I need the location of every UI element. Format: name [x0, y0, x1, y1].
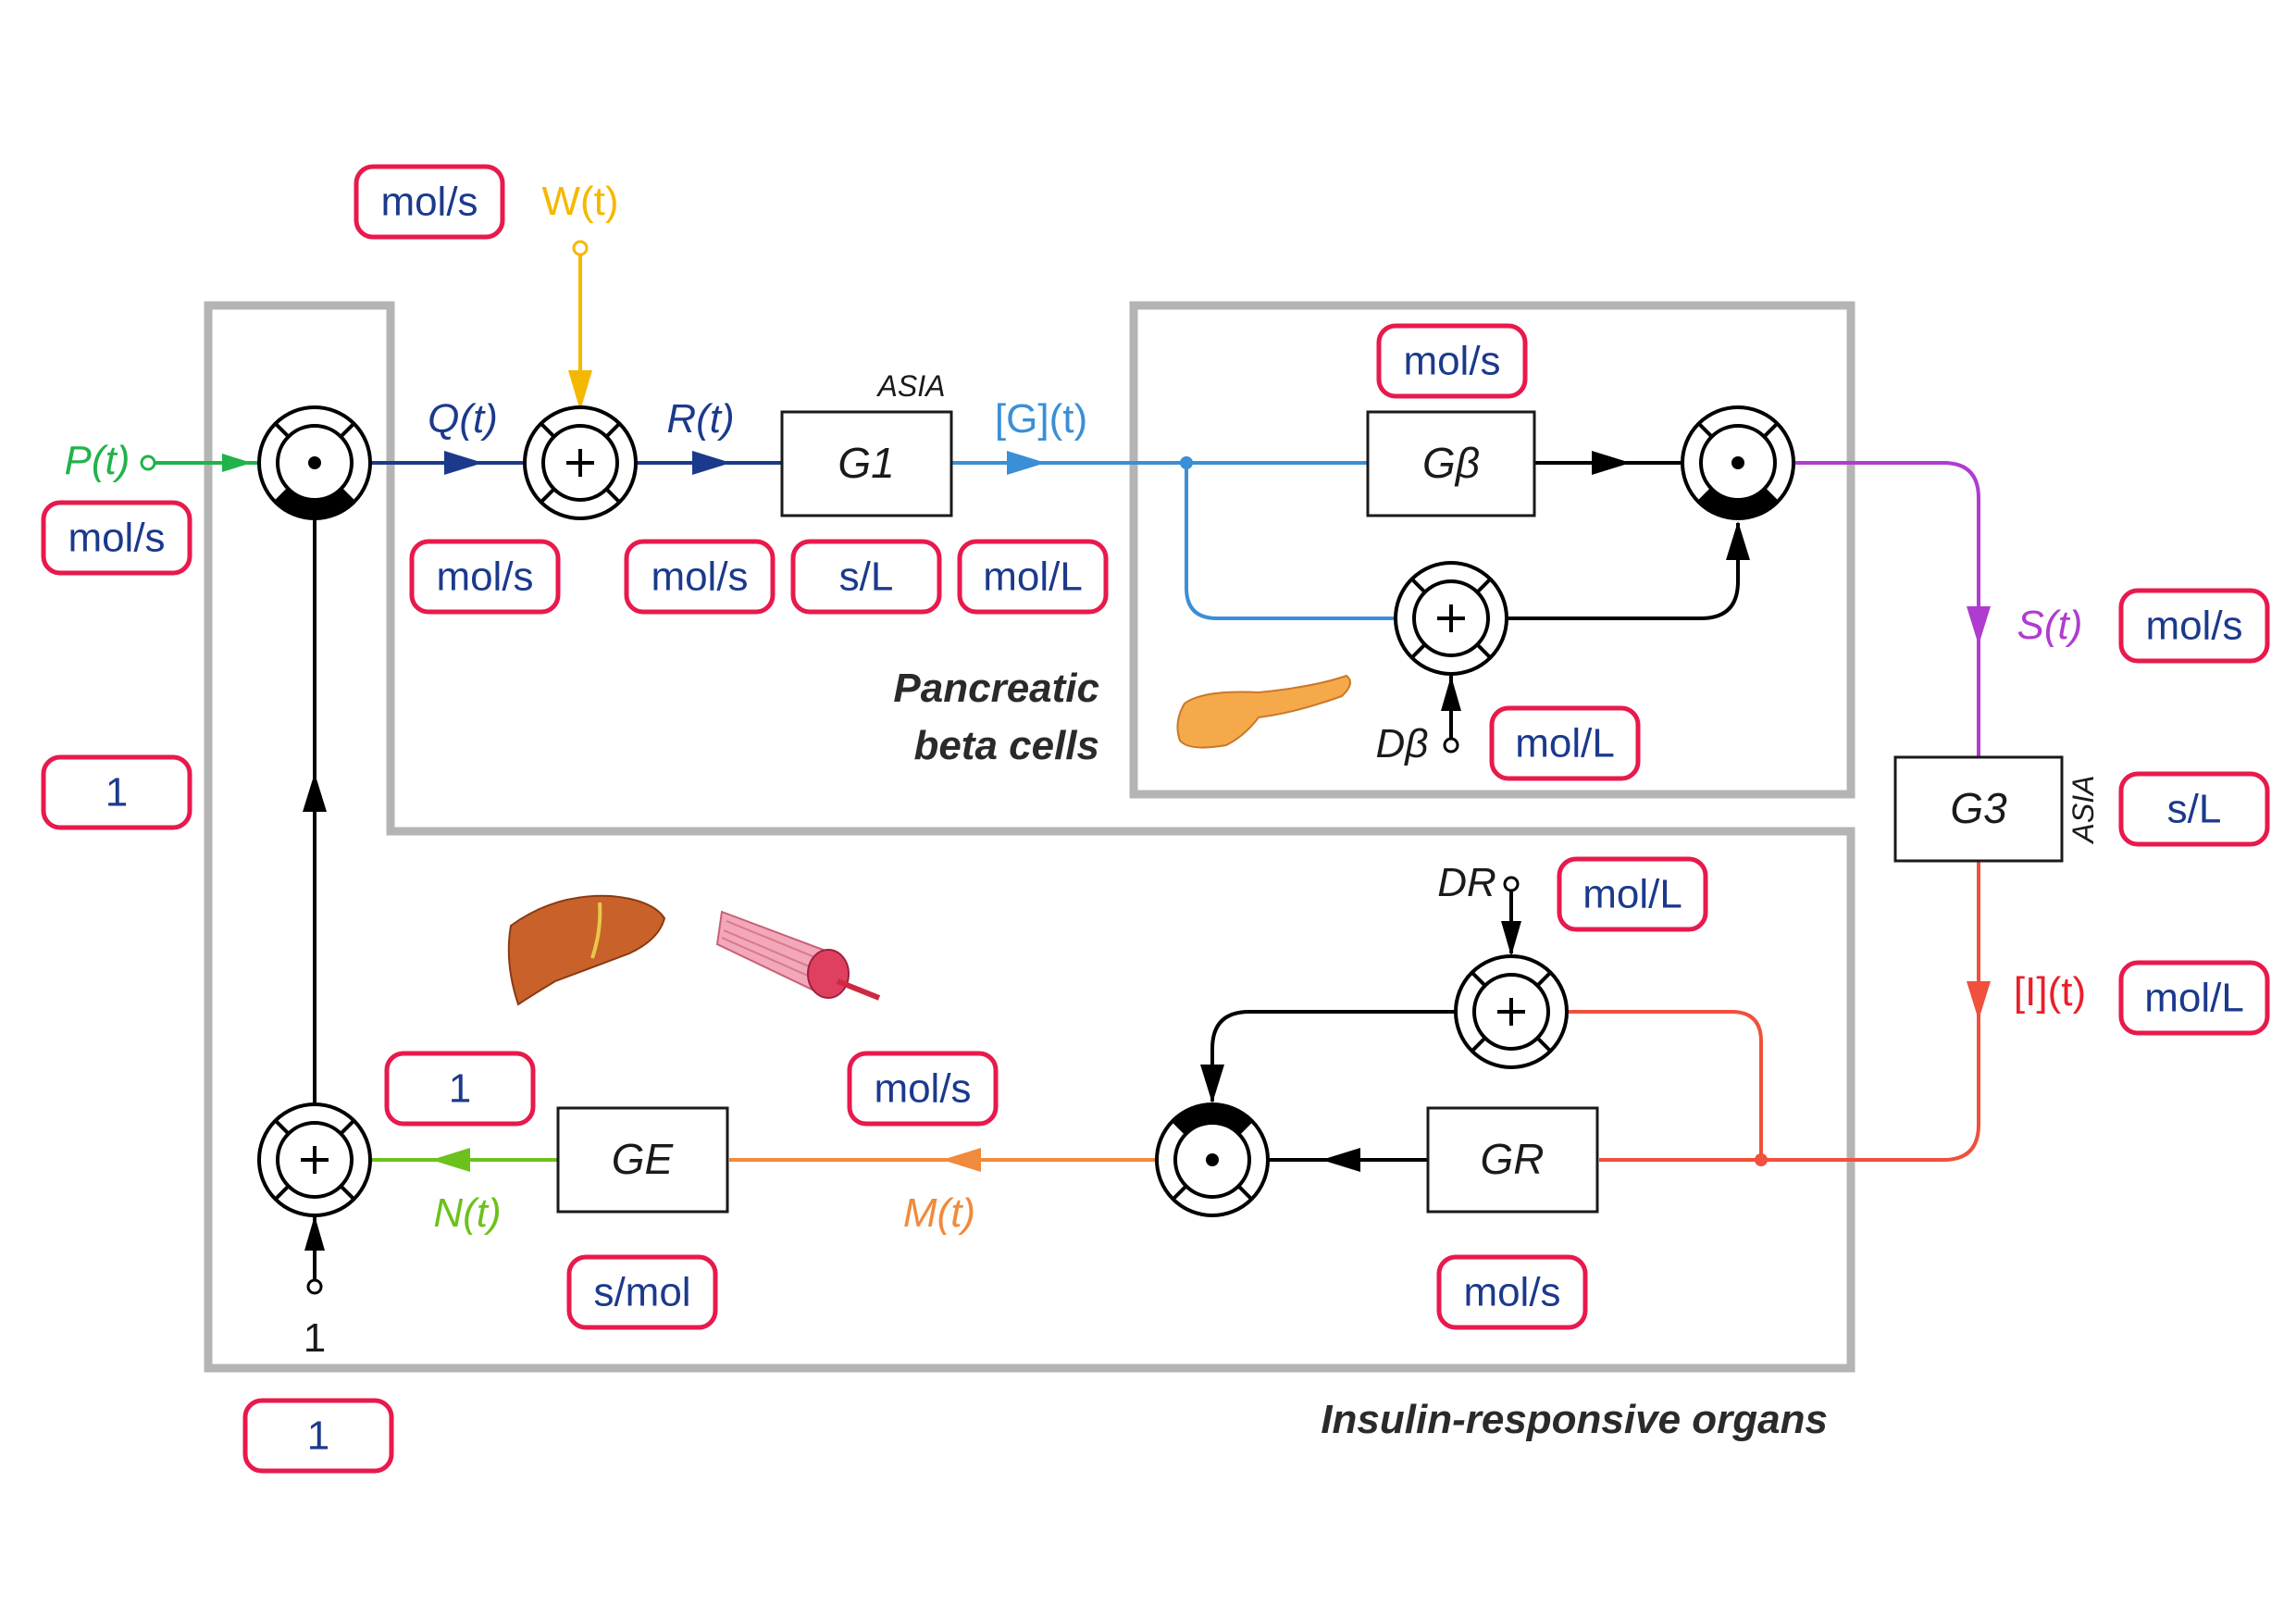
- svg-text:mol/s: mol/s: [1403, 339, 1500, 384]
- signal-p-label: P(t): [65, 438, 130, 483]
- signal-g-line: [951, 451, 1396, 620]
- unit-q: mol/s: [409, 539, 561, 615]
- svg-text:s/L: s/L: [839, 554, 894, 600]
- svg-text:s/L: s/L: [2167, 787, 2222, 832]
- unit-gr: mol/s: [1436, 1254, 1588, 1330]
- block-g1: G1: [780, 410, 953, 517]
- gr-output-line: [1268, 1148, 1428, 1172]
- block-g3: G3: [1893, 755, 2064, 863]
- block-gr: GR: [1426, 1106, 1599, 1214]
- multiplier-beta-node: [1681, 405, 1795, 520]
- gbeta-output-line: [1534, 451, 1682, 475]
- liver-icon: [507, 894, 666, 1006]
- unit-ge: s/mol: [566, 1254, 718, 1330]
- svg-text:mol/L: mol/L: [2144, 976, 2244, 1021]
- unit-dr: mol/L: [1557, 856, 1708, 932]
- summer-w-node: [523, 405, 638, 520]
- block-ge-label: GE: [612, 1135, 675, 1183]
- signal-i-line: [1567, 861, 1991, 1166]
- unit-m: mol/s: [847, 1051, 999, 1127]
- asia-side-label: ASIA: [2066, 776, 2100, 845]
- unit-gbeta: mol/s: [1376, 323, 1528, 399]
- signal-dbeta-label: Dβ: [1376, 721, 1429, 766]
- pancreas-group-border: [1129, 301, 1855, 799]
- signal-r-line: [636, 451, 782, 475]
- signal-dr-label: DR: [1437, 860, 1496, 905]
- svg-text:1: 1: [449, 1066, 471, 1112]
- unit-w: mol/s: [354, 164, 505, 240]
- signal-w-line: [568, 240, 592, 411]
- pancreas-label-line1: Pancreatic: [893, 666, 1099, 711]
- signal-p-line: [140, 454, 259, 472]
- signal-w-label: W(t): [541, 179, 618, 224]
- svg-text:mol/s: mol/s: [436, 554, 533, 600]
- signal-m-line: [729, 1148, 1157, 1172]
- signal-dr-line: [1501, 876, 1521, 956]
- signal-q-label: Q(t): [428, 396, 498, 442]
- block-gr-label: GR: [1481, 1135, 1545, 1183]
- signal-q-line: [370, 451, 527, 475]
- multiplier-r-node: [1155, 1102, 1270, 1217]
- summer-n-node: [257, 1102, 372, 1217]
- svg-text:mol/L: mol/L: [983, 554, 1083, 600]
- svg-text:mol/s: mol/s: [380, 180, 478, 225]
- unit-i: mol/L: [2118, 960, 2270, 1036]
- sum-r-output-line: [1200, 1010, 1456, 1103]
- svg-text:mol/s: mol/s: [2145, 604, 2242, 649]
- block-g1-label: G1: [838, 439, 894, 487]
- svg-text:mol/s: mol/s: [68, 516, 165, 561]
- unit-s: mol/s: [2118, 588, 2270, 664]
- svg-text:1: 1: [307, 1414, 329, 1459]
- constant-one-label: 1: [304, 1315, 326, 1361]
- signal-i-label: [I](t): [2014, 969, 2086, 1015]
- unit-p: mol/s: [41, 500, 192, 576]
- signal-n-line: [370, 1148, 558, 1172]
- unit-n: 1: [384, 1051, 536, 1127]
- signal-s-line: [1793, 461, 1991, 757]
- unit-g3: s/L: [2118, 771, 2270, 847]
- signal-n-label: N(t): [433, 1190, 501, 1236]
- feedback-line: [303, 518, 327, 1104]
- organs-group-border: [204, 301, 1855, 1373]
- svg-text:mol/L: mol/L: [1582, 872, 1682, 917]
- svg-text:mol/s: mol/s: [651, 554, 748, 600]
- constant-one-line: [304, 1215, 325, 1295]
- svg-text:1: 1: [105, 770, 128, 816]
- sum-beta-output-line: [1507, 521, 1750, 620]
- unit-feedback: 1: [41, 754, 192, 830]
- signal-dbeta-line: [1441, 676, 1461, 753]
- signal-r-label: R(t): [666, 396, 734, 442]
- unit-g: mol/L: [957, 539, 1109, 615]
- unit-bottom: 1: [242, 1398, 394, 1474]
- muscle-fiber-icon: [715, 910, 881, 1001]
- svg-text:mol/s: mol/s: [1463, 1270, 1560, 1315]
- signal-s-label: S(t): [2017, 603, 2083, 648]
- block-gbeta-label: Gβ: [1422, 439, 1480, 487]
- svg-text:s/mol: s/mol: [593, 1270, 690, 1315]
- block-ge: GE: [556, 1106, 729, 1214]
- block-g3-label: G3: [1950, 784, 2007, 832]
- multiplier-input-node: [257, 405, 372, 520]
- svg-text:mol/s: mol/s: [874, 1066, 971, 1112]
- unit-r: mol/s: [624, 539, 776, 615]
- pancreas-label-line2: beta cells: [913, 723, 1099, 768]
- unit-dbeta: mol/L: [1489, 705, 1641, 781]
- signal-m-label: M(t): [903, 1190, 975, 1236]
- summer-r-node: [1454, 954, 1569, 1069]
- svg-text:mol/L: mol/L: [1515, 721, 1615, 766]
- pancreas-icon: [1176, 674, 1351, 749]
- organs-label: Insulin-responsive organs: [1321, 1397, 1828, 1442]
- block-gbeta: Gβ: [1366, 410, 1536, 517]
- asia-top-label: ASIA: [876, 369, 946, 403]
- signal-g-label: [G](t): [995, 396, 1087, 442]
- unit-g1: s/L: [790, 539, 942, 615]
- summer-beta-node: [1394, 561, 1508, 676]
